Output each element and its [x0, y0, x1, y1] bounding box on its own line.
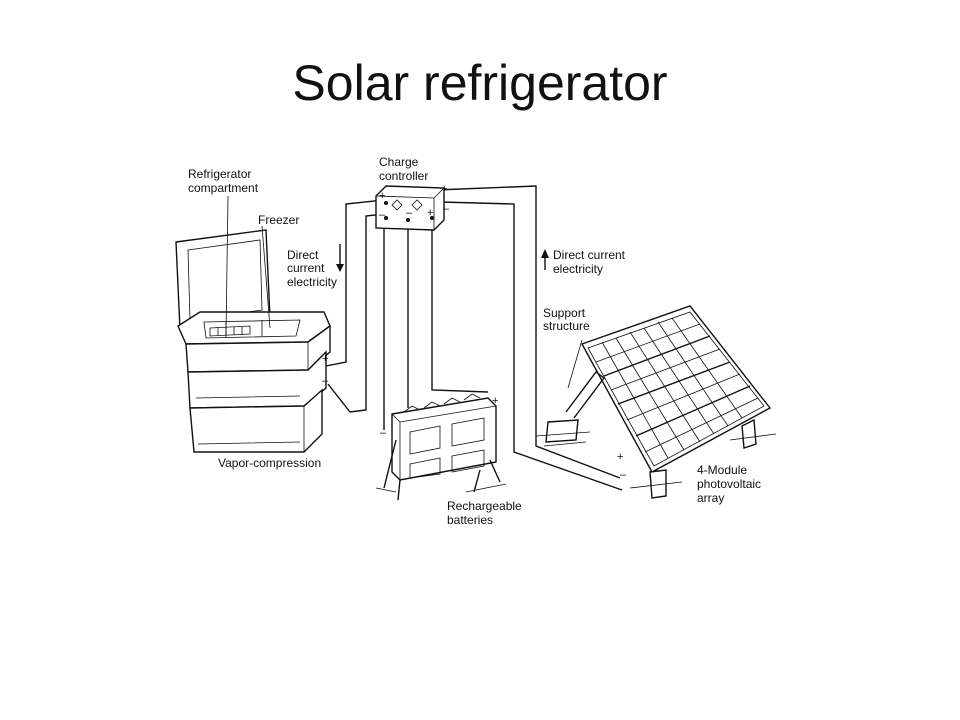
terminal-icon — [430, 216, 434, 220]
wire-pv-positive — [435, 185, 621, 479]
freezer-grid — [209, 325, 251, 337]
terminal-icon — [384, 216, 388, 220]
direct-current-left-label: current — [287, 261, 325, 275]
freezer-pointer — [261, 225, 271, 329]
terminal-icon — [406, 218, 410, 222]
controller-plus-sign: + — [379, 190, 385, 202]
refrigerator-compartment-pointer — [225, 195, 229, 335]
controller-minus-sign: – — [379, 209, 386, 221]
controller-indicator-icon — [391, 199, 403, 211]
wire-battery-2 — [431, 224, 489, 393]
label-pointers — [225, 195, 271, 335]
direct-current-left-label: Direct — [287, 248, 319, 262]
charge-controller — [375, 185, 445, 231]
battery-plus-sign: + — [492, 395, 498, 407]
diagram-labels: Charge controller Refrigerator compartme… — [188, 155, 761, 527]
wiring — [325, 185, 623, 491]
direct-current-right-label: Direct current — [553, 248, 626, 262]
pv-array-label: photovoltaic — [697, 477, 761, 491]
vapor-compression-label: Vapor-compression — [218, 456, 321, 470]
direct-current-left-label: electricity — [287, 275, 337, 289]
direct-current-right-label: electricity — [553, 262, 603, 276]
controller-minus-sign: – — [406, 207, 413, 219]
refrigerator-compartment-label: Refrigerator — [188, 167, 251, 181]
freezer-label: Freezer — [258, 213, 299, 227]
support-structure — [565, 371, 605, 419]
current-arrow-down-head-icon — [336, 264, 344, 272]
pv-array-label: 4-Module — [697, 463, 747, 477]
rechargeable-batteries-label: Rechargeable — [447, 499, 522, 513]
support-structure-label: structure — [543, 319, 590, 333]
refrigerator — [175, 229, 331, 453]
battery-cap-icon — [403, 393, 481, 413]
pv-array-label: array — [697, 491, 724, 505]
controller-plus-sign: + — [441, 183, 447, 195]
controller-minus-sign: – — [443, 203, 450, 215]
rechargeable-batteries — [375, 393, 507, 501]
support-structure-pointer — [567, 339, 583, 389]
terminal-icon — [384, 201, 388, 205]
support-structure-label: Support — [543, 306, 586, 320]
wire-fridge-negative — [327, 213, 385, 413]
charge-controller-label: Charge — [379, 155, 419, 169]
wire-fridge-positive — [325, 199, 385, 367]
current-arrows — [336, 244, 549, 272]
battery-minus-sign: – — [380, 427, 387, 439]
polarity-signs: + – – + + – + – + – + – — [322, 183, 627, 481]
array-minus-sign: – — [620, 469, 627, 481]
photovoltaic-array — [535, 305, 777, 499]
controller-indicator-icon — [411, 199, 423, 211]
current-arrow-up-head-icon — [541, 249, 549, 258]
pv-panel-frame — [580, 305, 772, 473]
fridge-plus-sign: + — [322, 353, 328, 365]
fridge-minus-sign: – — [322, 375, 329, 387]
charge-controller-label: controller — [379, 169, 428, 183]
wire-pv-negative — [439, 201, 623, 491]
controller-plus-sign: + — [427, 207, 433, 219]
refrigerator-compartment-label: compartment — [188, 181, 259, 195]
array-plus-sign: + — [617, 451, 623, 463]
slide-title: Solar refrigerator — [292, 55, 668, 111]
rechargeable-batteries-label: batteries — [447, 513, 493, 527]
